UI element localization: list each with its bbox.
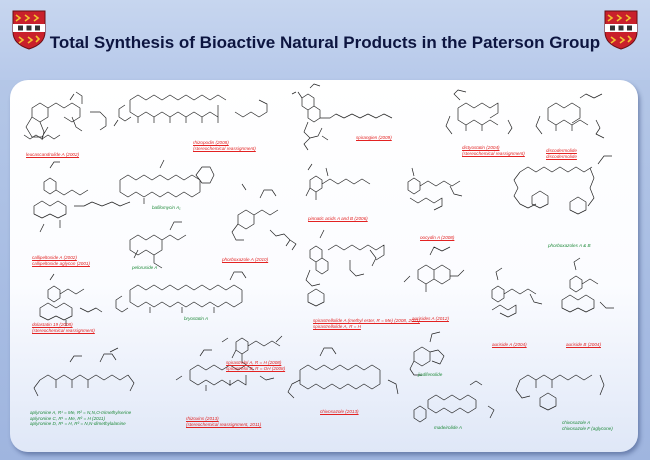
compound-label: aplyronine D, R¹ = H, R² = N,N-dimethyla… bbox=[30, 421, 126, 426]
compound-label: jiadifenolide bbox=[418, 372, 443, 377]
structure-phorboxazoles bbox=[513, 155, 612, 215]
structure-peloruside bbox=[129, 221, 187, 269]
compound-label: bafilomycin A₁ bbox=[152, 205, 181, 210]
university-crest-icon bbox=[604, 10, 638, 50]
compound-label: aurisides A (2012) bbox=[412, 316, 449, 321]
compound-label: dolastatin 19 (2008)(stereochemical reas… bbox=[32, 322, 95, 333]
compound-label: madeirolide A bbox=[434, 425, 462, 430]
structure-chivosazole-a bbox=[515, 374, 605, 411]
structure-pinnatic-acids bbox=[305, 163, 371, 200]
structure-rhizoxins bbox=[175, 349, 275, 391]
structure-auriside-a bbox=[491, 267, 543, 318]
structure-jiadifenolide bbox=[409, 331, 445, 376]
structure-dolastatin bbox=[39, 273, 103, 326]
poster-title: Total Synthesis of Bioactive Natural Pro… bbox=[49, 33, 601, 52]
compound-label: leucascandrolide A (2002) bbox=[26, 152, 80, 157]
structure-rhizopodin bbox=[113, 94, 268, 127]
structure-callipeltoside bbox=[33, 161, 131, 233]
structure-spirastrelol bbox=[221, 335, 283, 367]
structure-spirastrellolide bbox=[305, 229, 385, 307]
structure-aplyronine bbox=[33, 347, 135, 397]
university-crest-icon bbox=[12, 10, 46, 50]
compound-label: spirastrelol A, R = H (2008)spirastrelol… bbox=[226, 360, 286, 371]
chemical-structures bbox=[23, 83, 614, 423]
structure-dictyostatin bbox=[445, 89, 513, 135]
poster-header: Total Synthesis of Bioactive Natural Pro… bbox=[0, 0, 650, 80]
structure-madeirolide bbox=[413, 380, 495, 423]
compound-label: phorboxazole A (2010) bbox=[222, 257, 269, 262]
structure-phorboxazole-a bbox=[231, 183, 297, 251]
compound-label: spirastrellolide A (methyl ester, R = Me… bbox=[313, 318, 420, 329]
structure-auriside-b bbox=[561, 257, 614, 313]
compound-label: spirangien (2009) bbox=[356, 135, 392, 140]
compound-label: auriside A (2004) bbox=[492, 342, 527, 347]
compound-label: callipeltoside A (2002)callipeltoside ag… bbox=[32, 255, 90, 266]
compound-label: oocydin A (2008) bbox=[420, 235, 455, 240]
compound-label: peloruside A bbox=[132, 265, 158, 270]
compound-label: phorboxazoles A & B bbox=[548, 243, 591, 248]
compound-label: rhizoxins (2013)(stereochemical reassign… bbox=[186, 416, 262, 427]
structure-oocydin bbox=[407, 167, 463, 211]
structure-discodermolide bbox=[535, 93, 605, 139]
compound-label: auriside B (2004) bbox=[566, 342, 601, 347]
compound-label: chivosazole (2013) bbox=[320, 409, 359, 414]
structure-aurisides bbox=[403, 246, 465, 292]
compound-label: pinnatic acids A and B (2006) bbox=[308, 216, 368, 221]
structure-spirangien bbox=[291, 83, 393, 151]
compound-label: rhizopodin (2008)(stereochemical reassig… bbox=[193, 140, 256, 151]
structure-bryostatin bbox=[115, 271, 247, 313]
compound-label: dictyostatin (2004)(stereochemical reass… bbox=[462, 145, 525, 156]
compound-label: aplyronine A, R¹ = Me, R² = N,N,O-trimet… bbox=[30, 410, 132, 421]
compound-label: bryostatin A bbox=[184, 316, 209, 321]
structure-chivosazole bbox=[287, 347, 399, 399]
structure-leucascandrolide bbox=[23, 91, 107, 141]
structure-bafilomycin bbox=[119, 159, 215, 204]
structures-panel: leucascandrolide A (2002) rhizopodin (20… bbox=[10, 80, 638, 452]
